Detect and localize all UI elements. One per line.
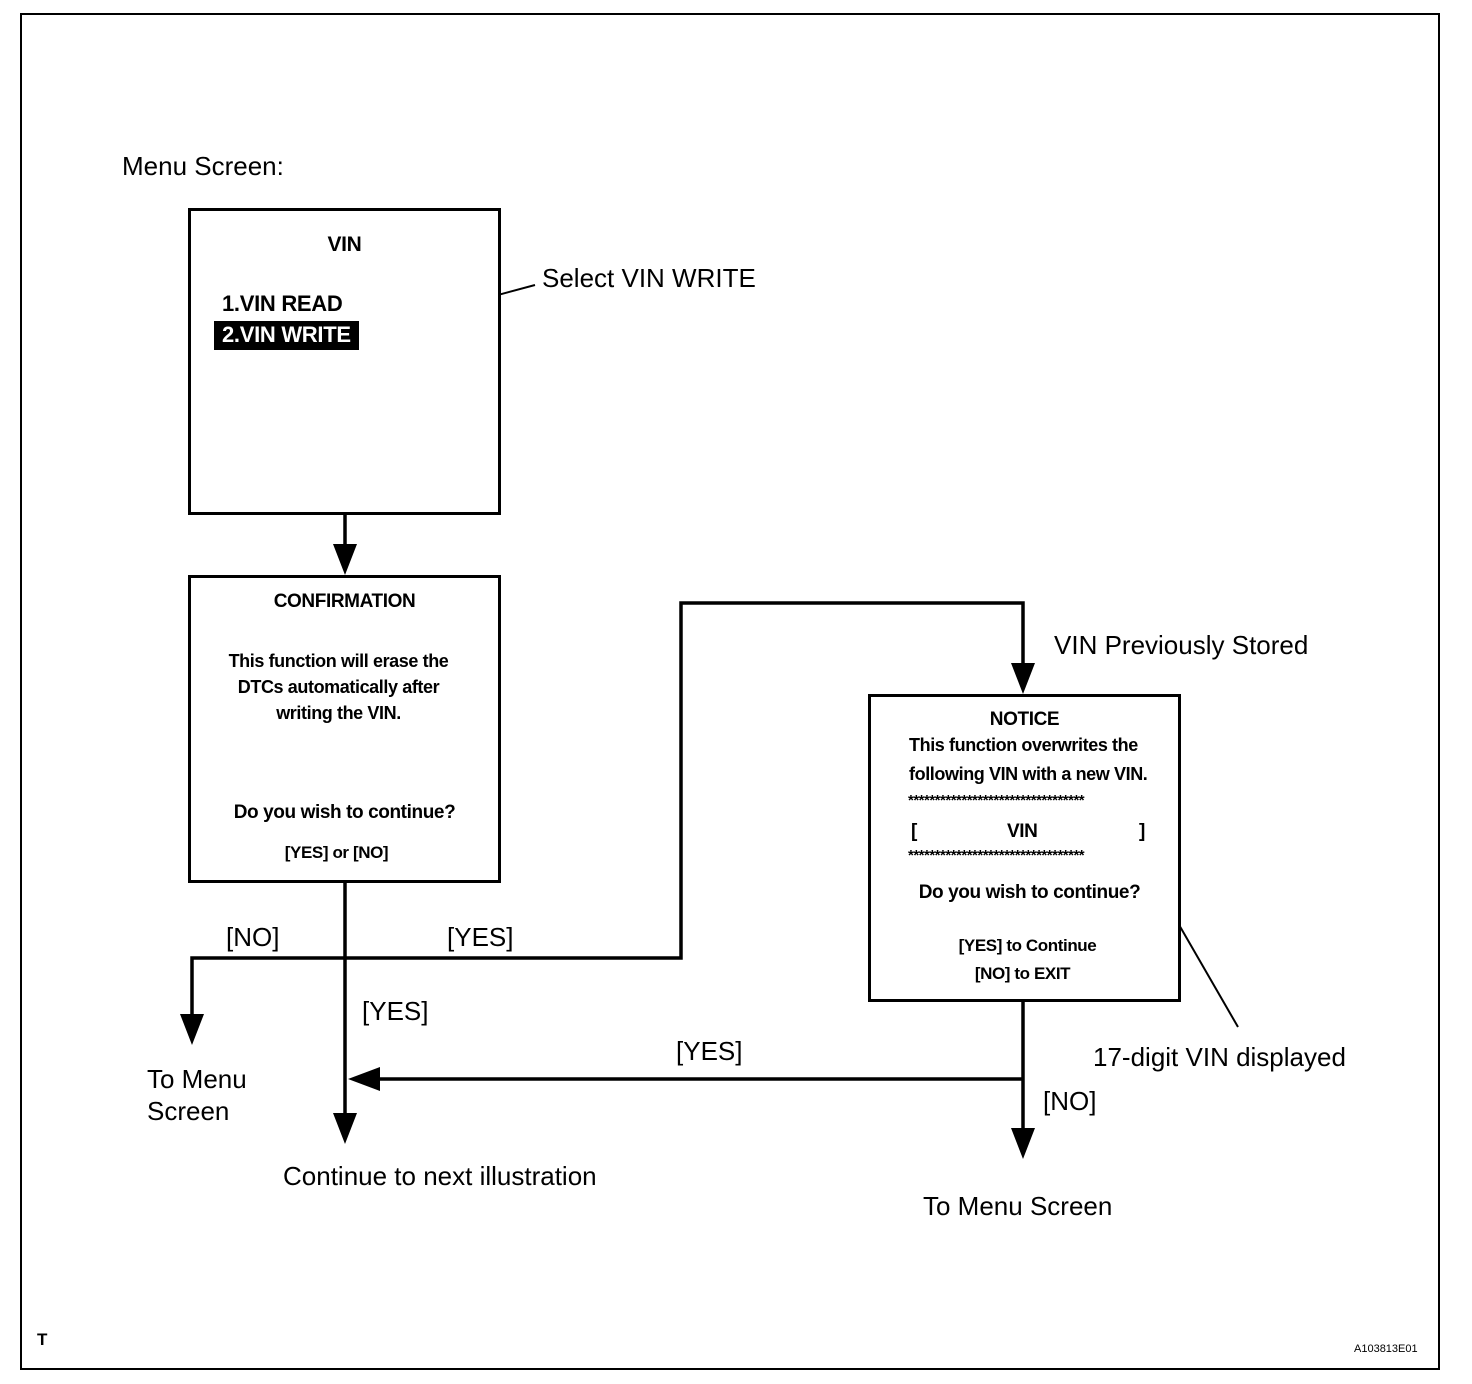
figure-id: A103813E01 <box>1354 1343 1418 1355</box>
confirmation-screen: CONFIRMATION This function will erase th… <box>188 575 501 883</box>
vin-screen-title: VIN <box>327 233 362 256</box>
to-menu-right: To Menu Screen <box>923 1191 1113 1221</box>
notice-bracket-open: [ <box>911 821 917 842</box>
label-no-right: [NO] <box>1043 1086 1097 1116</box>
arrowhead-to-continue <box>333 1113 357 1144</box>
menu-screen-label: Menu Screen: <box>122 151 284 181</box>
arrowhead-to-confirmation <box>333 544 357 575</box>
notice-question: Do you wish to continue? <box>918 882 1141 903</box>
confirmation-line-3: writing the VIN. <box>276 703 401 723</box>
confirmation-line-1: This function will erase the <box>228 651 449 671</box>
arrowhead-to-menu-left <box>180 1014 204 1045</box>
arrowhead-to-menu-right <box>1011 1128 1035 1159</box>
vin-displayed-callout: 17-digit VIN displayed <box>1093 1042 1346 1072</box>
notice-stars-bottom: ********************************* <box>908 847 1085 864</box>
figure-frame <box>20 13 1440 1370</box>
notice-no-option: [NO] to EXIT <box>974 964 1071 983</box>
notice-title: NOTICE <box>989 709 1060 730</box>
select-vin-write-callout: Select VIN WRITE <box>542 263 756 293</box>
confirmation-question: Do you wish to continue? <box>233 802 456 823</box>
confirmation-line-2: DTCs automatically after <box>237 677 440 697</box>
notice-line-1: This function overwrites the <box>909 735 1138 755</box>
vin-menu-screen: VIN 1.VIN READ 2.VIN WRITE <box>188 208 501 515</box>
label-yes-return: [YES] <box>676 1036 743 1066</box>
notice-screen: NOTICE This function overwrites the foll… <box>868 694 1181 1002</box>
corner-mark: T <box>37 1330 48 1349</box>
label-yes-down: [YES] <box>362 996 429 1026</box>
label-no-left: [NO] <box>226 922 280 952</box>
notice-line-2: following VIN with a new VIN. <box>909 764 1148 784</box>
connector-yes-to-notice <box>345 601 1025 960</box>
notice-vin-placeholder: VIN <box>1007 821 1038 842</box>
continue-next-illustration: Continue to next illustration <box>283 1161 597 1191</box>
notice-bracket-close: ] <box>1139 821 1145 842</box>
menu-item-vin-write[interactable]: 2.VIN WRITE <box>214 321 359 350</box>
notice-yes-option: [YES] to Continue <box>958 936 1097 955</box>
arrowhead-yes-return <box>348 1067 380 1091</box>
vin-previously-stored-label: VIN Previously Stored <box>1054 630 1309 660</box>
confirmation-title: CONFIRMATION <box>273 591 416 612</box>
arrowhead-to-notice <box>1011 663 1035 694</box>
to-menu-left-line-1: To Menu <box>147 1064 247 1094</box>
confirmation-options: [YES] or [NO] <box>284 843 389 862</box>
notice-stars-top: ********************************* <box>908 792 1085 809</box>
label-yes-to-notice: [YES] <box>447 922 514 952</box>
to-menu-left-line-2: Screen <box>147 1096 230 1126</box>
menu-item-vin-read[interactable]: 1.VIN READ <box>222 291 343 316</box>
connector-no-to-menu <box>190 956 345 1018</box>
